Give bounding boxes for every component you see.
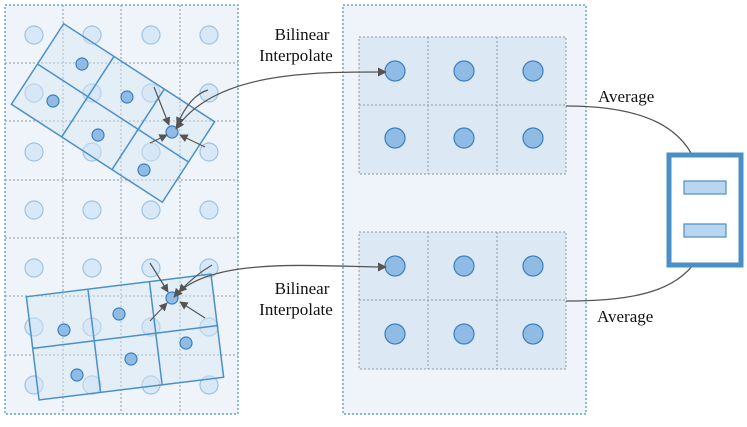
pooled-bin-point (522, 60, 544, 82)
pooled-bin-point (384, 60, 406, 82)
interp-arrow (149, 134, 168, 144)
pooled-grid-bottom (358, 231, 567, 370)
roi-sample-point (165, 125, 179, 139)
feature-map-point (141, 25, 161, 45)
roi-sample-point (70, 368, 84, 382)
interp-arrow (179, 301, 206, 319)
pooled-bin-point (453, 60, 475, 82)
bottom-interpolate-line1: Bilinear (274, 279, 330, 298)
feature-map-point (141, 200, 161, 220)
pooled-grid-top (358, 36, 567, 175)
roi-sample-point (112, 307, 126, 321)
pooled-bin-point (522, 323, 544, 345)
output-bar-bottom (683, 223, 727, 238)
output-vector (666, 152, 744, 268)
feature-map-point (82, 200, 102, 220)
pooled-grid-top-bg (359, 37, 566, 174)
bottom-average-label: Average (597, 307, 654, 326)
interpolate-arrows (173, 67, 387, 298)
pooled-bin-point (453, 127, 475, 149)
pooled-grid-bottom-bg (359, 232, 566, 369)
feature-map-point (199, 25, 219, 45)
roi-bottom-divider (32, 324, 218, 350)
roi-sample-points (46, 57, 193, 382)
output-vector-box (666, 152, 744, 268)
top-interpolate-label: Bilinear Interpolate (259, 24, 342, 66)
roi-sample-point (91, 128, 105, 142)
pooled-bin-point (453, 323, 475, 345)
interp-arrow (153, 86, 171, 126)
feature-map-grid-lines (5, 5, 238, 414)
output-bar-top (683, 180, 727, 195)
feature-map-points (24, 25, 219, 395)
feature-map-point (24, 258, 44, 278)
feature-map-point (141, 83, 161, 103)
roi-sample-point (46, 94, 60, 108)
roi-sample-point (57, 323, 71, 337)
pooled-panel (342, 4, 587, 415)
pooled-bin-point (453, 255, 475, 277)
pooled-bin-point (384, 255, 406, 277)
feature-map-point (24, 83, 44, 103)
feature-map-point (199, 142, 219, 162)
feature-map-point (24, 25, 44, 45)
pooled-bin-point (384, 323, 406, 345)
roi-bottom (25, 273, 225, 401)
bottom-interpolate-line2: Interpolate (259, 300, 333, 319)
roi-sample-point (179, 336, 193, 350)
pooled-bins-top (384, 60, 544, 149)
feature-map-point (82, 142, 102, 162)
interp-arrow (179, 134, 206, 148)
top-average-label: Average (598, 87, 655, 106)
pooled-bin-point (522, 127, 544, 149)
roi-top-divider (37, 63, 189, 163)
pooled-bin-point (522, 255, 544, 277)
pooled-bins-bottom (384, 255, 544, 345)
top-interpolate-line2: Interpolate (259, 46, 333, 65)
roi-sample-point (120, 90, 134, 104)
interpolate-arrow-top (175, 67, 387, 130)
top-interpolate-line1: Bilinear (274, 25, 330, 44)
feature-map-point (82, 258, 102, 278)
roi-top (10, 22, 216, 204)
feature-map-point (24, 200, 44, 220)
pooled-bin-point (384, 127, 406, 149)
roi-sample-point (137, 163, 151, 177)
interp-arrow (149, 262, 169, 293)
bottom-interpolate-label: Bilinear Interpolate (259, 278, 342, 320)
roi-sample-point (124, 352, 138, 366)
interp-arrow (149, 302, 168, 322)
interpolate-arrow-bottom (173, 262, 387, 298)
feature-map-point (199, 200, 219, 220)
roi-sample-point (75, 57, 89, 71)
feature-map-point (24, 142, 44, 162)
feature-map-point (199, 375, 219, 395)
